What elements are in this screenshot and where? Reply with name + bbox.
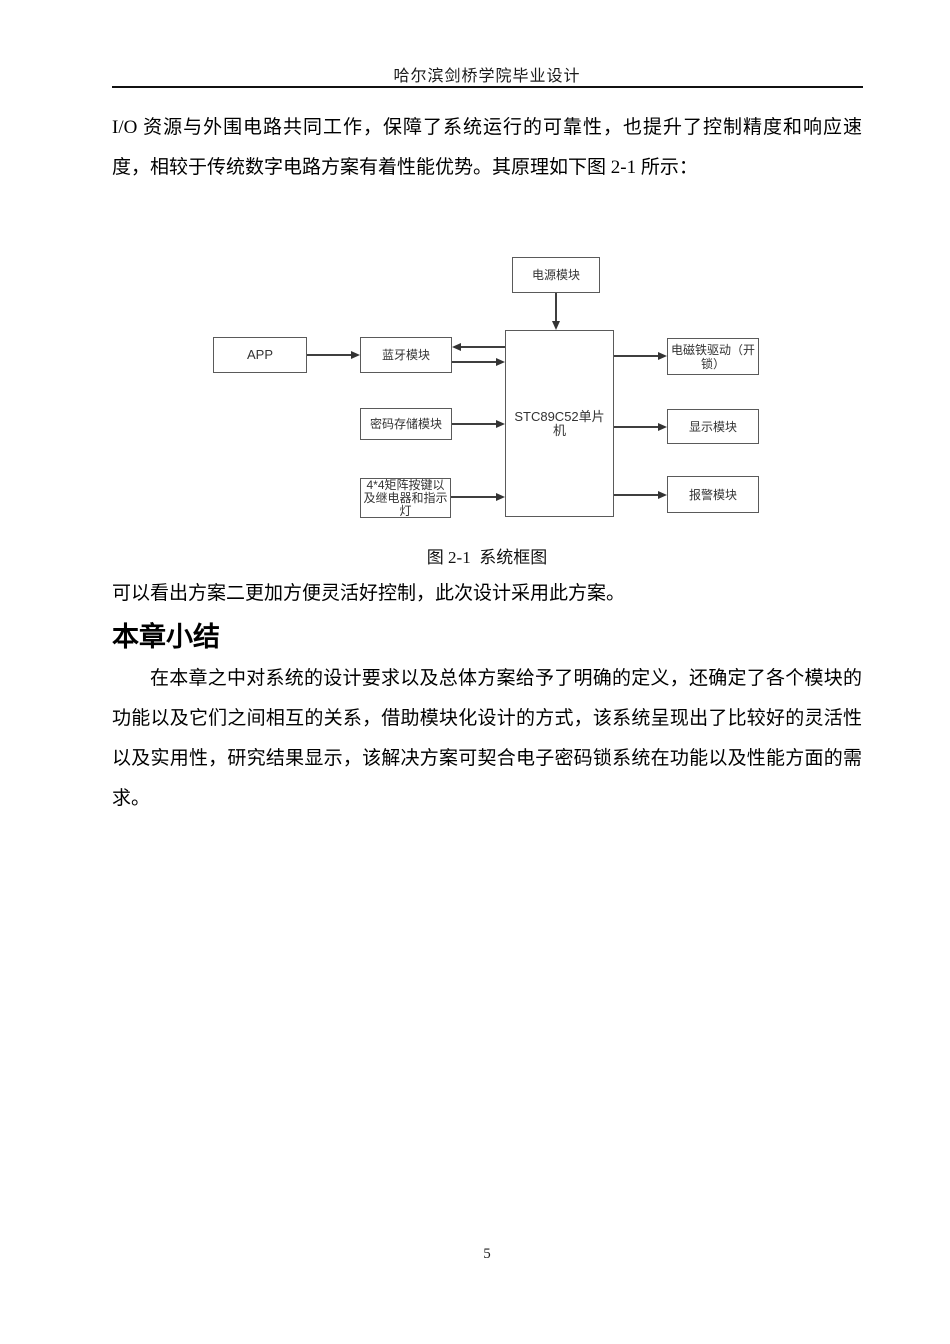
diagram-node-power: 电源模块 — [512, 257, 600, 293]
diagram-node-keypad: 4*4矩阵按键以及继电器和指示灯 — [360, 478, 451, 518]
edge-bluetooth-to-mcu-line — [452, 361, 496, 363]
edge-storage-to-mcu-line — [452, 423, 496, 425]
edge-mcu-to-alarm-arrowhead — [658, 491, 667, 499]
edge-mcu-to-solenoid-line — [614, 355, 658, 357]
diagram-node-solenoid: 电磁铁驱动（开锁） — [667, 338, 759, 375]
edge-mcu-to-bluetooth-line — [461, 346, 505, 348]
edge-mcu-to-alarm-line — [614, 494, 658, 496]
edge-app-to-bluetooth-arrowhead — [351, 351, 360, 359]
summary-paragraph: 在本章之中对系统的设计要求以及总体方案给予了明确的定义，还确定了各个模块的功能以… — [112, 668, 862, 809]
intro-paragraph: I/O 资源与外围电路共同工作，保障了系统运行的可靠性，也提升了控制精度和响应速… — [112, 117, 862, 178]
page-number: 5 — [483, 1246, 491, 1262]
edge-mcu-to-solenoid-arrowhead — [658, 352, 667, 360]
page-header-title: 哈尔滨剑桥学院毕业设计 — [393, 68, 581, 85]
diagram-node-alarm: 报警模块 — [667, 476, 759, 513]
diagram-node-bluetooth: 蓝牙模块 — [360, 337, 452, 373]
edge-power-to-mcu-line — [555, 293, 557, 322]
edge-mcu-to-display-arrowhead — [658, 423, 667, 431]
edge-power-to-mcu-arrowhead — [552, 321, 560, 330]
edge-storage-to-mcu-arrowhead — [496, 420, 505, 428]
section-heading: 本章小结 — [112, 622, 220, 652]
edge-mcu-to-bluetooth-arrowhead — [452, 343, 461, 351]
edge-keypad-to-mcu-line — [451, 496, 496, 498]
diagram-node-mcu: STC89C52单片机 — [505, 330, 614, 517]
after-figure-paragraph: 可以看出方案二更加方便灵活好控制，此次设计采用此方案。 — [112, 583, 626, 604]
figure-caption: 图 2-1 系统框图 — [426, 548, 548, 567]
diagram-node-display: 显示模块 — [667, 409, 759, 444]
edge-app-to-bluetooth-line — [307, 354, 351, 356]
edge-mcu-to-display-line — [614, 426, 658, 428]
edge-keypad-to-mcu-arrowhead — [496, 493, 505, 501]
diagram-node-storage: 密码存储模块 — [360, 408, 452, 440]
diagram-node-app: APP — [213, 337, 307, 373]
edge-bluetooth-to-mcu-arrowhead — [496, 358, 505, 366]
header-rule — [112, 86, 863, 88]
